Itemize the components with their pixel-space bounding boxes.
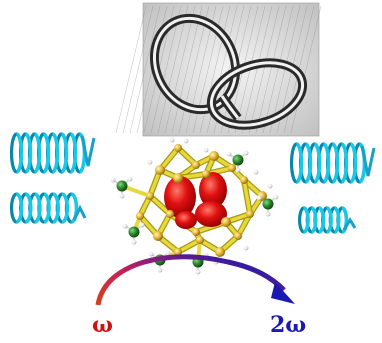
- hydrogen-atom: [165, 250, 171, 256]
- hydrogen-atom: [243, 150, 249, 156]
- carbon-atom: [262, 198, 274, 210]
- sulfur-atom: [192, 228, 200, 236]
- sulfur-atom: [228, 164, 236, 172]
- sulfur-atom: [166, 210, 174, 218]
- sulfur-atom: [202, 170, 210, 178]
- hydrogen-atom: [256, 195, 262, 201]
- frequency-conversion-arrow-icon: [95, 254, 295, 306]
- hydrogen-atom: [183, 138, 189, 144]
- hydrogen-atom: [253, 169, 259, 175]
- hydrogen-atom: [169, 137, 175, 143]
- hydrogen-atom: [273, 194, 279, 200]
- output-wave-upper-icon: [289, 142, 376, 184]
- hydrogen-atom: [110, 177, 116, 183]
- sulfur-atom: [196, 236, 204, 244]
- sulfur-atom: [153, 231, 163, 241]
- hydrogen-atom: [235, 167, 241, 173]
- carbon-atom: [128, 226, 140, 238]
- sulfur-atom: [234, 232, 242, 240]
- sulfur-atom: [136, 212, 144, 220]
- sulfur-atom: [174, 144, 182, 152]
- hydrogen-atom: [147, 159, 153, 165]
- hydrogen-atom: [148, 251, 154, 257]
- electron-density-blobs: [164, 172, 227, 229]
- sulfur-atom: [240, 176, 248, 184]
- carbon-atom: [232, 154, 244, 166]
- sulfur-atom: [155, 165, 165, 175]
- hydrogen-atom: [157, 267, 163, 273]
- hydrogen-atom: [203, 147, 209, 153]
- output-frequency-label: 2ω: [270, 312, 307, 338]
- hydrogen-atom: [119, 193, 125, 199]
- input-wave-upper-icon: [9, 132, 96, 174]
- sulfur-atom: [221, 217, 231, 227]
- sulfur-atom: [173, 173, 183, 183]
- hydrogen-atom: [122, 223, 128, 229]
- sulfur-atom: [246, 210, 254, 218]
- hydrogen-atom: [243, 245, 249, 251]
- hydrogen-atom: [131, 239, 137, 245]
- input-frequency-label: ω: [92, 312, 113, 338]
- hydrogen-atom: [127, 176, 133, 182]
- input-waves: [9, 132, 96, 224]
- sulfur-atom: [174, 248, 182, 256]
- interlocked-rings-sketch-icon: [115, 2, 322, 137]
- input-wave-lower-icon: [9, 192, 87, 224]
- hydrogen-atom: [139, 222, 145, 228]
- hydrogen-atom: [195, 269, 201, 275]
- hydrogen-atom: [267, 183, 273, 189]
- sulfur-atom: [192, 161, 200, 169]
- output-waves: [289, 142, 376, 234]
- sulfur-atom: [209, 151, 219, 161]
- molecular-cluster-icon: [110, 137, 279, 275]
- carbon-atom: [116, 180, 128, 192]
- hydrogen-atom: [265, 211, 271, 217]
- sulfur-atom: [215, 247, 225, 257]
- hydrogen-atom: [226, 151, 232, 157]
- output-wave-lower-icon: [298, 206, 357, 234]
- sulfur-atom: [146, 192, 154, 200]
